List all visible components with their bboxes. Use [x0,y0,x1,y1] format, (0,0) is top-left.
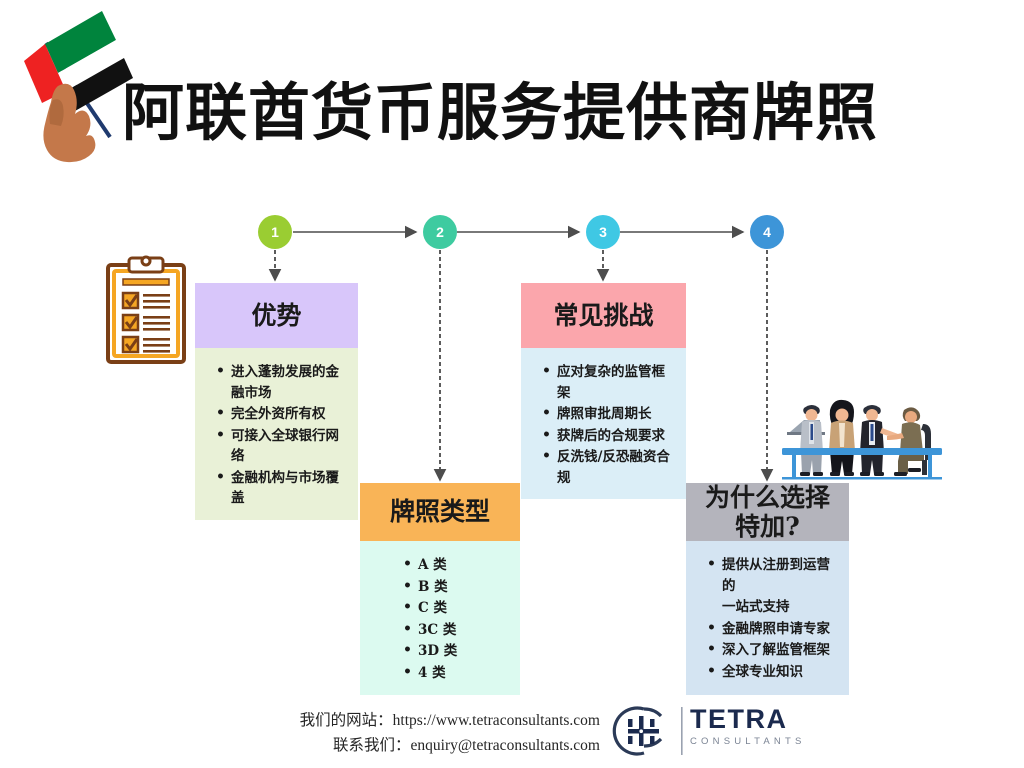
list-item: C 类 [403,597,508,619]
list-item: 4 类 [403,662,508,684]
card-advantages-title: 优势 [195,283,358,348]
uae-flag-in-hand-icon [18,4,133,164]
list-item: B 类 [403,576,508,598]
list-item: 3D 类 [403,640,508,662]
list-item: 一站式支持 [722,599,790,616]
card-why-choose-tetra-body: 提供从注册到运营的一站式支持金融牌照申请专家深入了解监管框架全球专业知识 [686,541,849,695]
card-why-choose-tetra-title: 为什么选择 特加? [686,483,849,541]
list-item: 反洗钱/反恐融资合规 [542,446,674,488]
logo-name: TETRA [690,704,788,734]
card-license-types-body: A 类B 类C 类3C 类3D 类4 类 [360,541,520,695]
logo-subtitle: CONSULTANTS [690,736,806,747]
card-common-challenges[interactable]: 常见挑战 应对复杂的监管框架牌照审批周期长获牌后的合规要求反洗钱/反恐融资合规 [521,283,686,500]
card-advantages[interactable]: 优势 进入蓬勃发展的金融市场完全外资所有权可接入全球银行网络金融机构与市场覆盖 [195,283,358,520]
list-item: 完全外资所有权 [216,403,346,425]
card-common-challenges-list: 应对复杂的监管框架牌照审批周期长获牌后的合规要求反洗钱/反恐融资合规 [527,361,680,488]
list-item: 进入蓬勃发展的金融市场 [216,361,346,403]
card-why-choose-tetra[interactable]: 为什么选择 特加? 提供从注册到运营的一站式支持金融牌照申请专家深入了解监管框架… [686,483,849,695]
footer-website-line: 我们的网站：https://www.tetraconsultants.com [200,708,600,733]
business-meeting-people-icon [782,388,942,480]
list-item: 金融机构与市场覆盖 [216,467,346,509]
clipboard-checklist-icon [105,255,187,365]
tetra-logo-icon [598,700,788,762]
list-item: A 类 [403,554,508,576]
footer-website-label: 我们的网站： [299,712,393,729]
list-item: 可接入全球银行网络 [216,425,346,467]
footer-contact-value[interactable]: enquiry@tetraconsultants.com [410,737,600,755]
list-item: 深入了解监管框架 [707,639,837,661]
tetra-logo-text: TETRA CONSULTANTS [690,706,806,747]
timeline-node-2[interactable]: 2 [423,215,457,249]
timeline-node-4[interactable]: 4 [750,215,784,249]
list-item: 牌照审批周期长 [542,403,674,425]
card-common-challenges-body: 应对复杂的监管框架牌照审批周期长获牌后的合规要求反洗钱/反恐融资合规 [521,348,686,500]
footer-website-value[interactable]: https://www.tetraconsultants.com [392,712,600,729]
card-why-choose-tetra-list: 提供从注册到运营的一站式支持金融牌照申请专家深入了解监管框架全球专业知识 [692,554,843,683]
list-item: 金融牌照申请专家 [707,618,837,640]
footer-contact-label: 联系我们： [333,737,411,755]
timeline-node-3[interactable]: 3 [586,215,620,249]
list-item: 获牌后的合规要求 [542,425,674,447]
card-license-types-title: 牌照类型 [360,483,520,541]
card-license-types-list: A 类B 类C 类3C 类3D 类4 类 [366,554,514,684]
timeline-node-1[interactable]: 1 [258,215,292,249]
card-why-title-line1: 为什么选择 [704,482,830,512]
card-why-title-line2: 特加? [735,512,800,541]
list-item: 3C 类 [403,619,508,641]
footer-contact: 我们的网站：https://www.tetraconsultants.com 联… [200,708,600,758]
card-common-challenges-title: 常见挑战 [521,283,686,348]
card-advantages-list: 进入蓬勃发展的金融市场完全外资所有权可接入全球银行网络金融机构与市场覆盖 [201,361,352,509]
list-item: 应对复杂的监管框架 [542,361,674,403]
footer-contact-line: 联系我们：enquiry@tetraconsultants.com [200,733,600,758]
page-title: 阿联酋货币服务提供商牌照 [122,76,879,149]
list-item: 全球专业知识 [707,661,837,683]
card-advantages-body: 进入蓬勃发展的金融市场完全外资所有权可接入全球银行网络金融机构与市场覆盖 [195,348,358,520]
card-license-types[interactable]: 牌照类型 A 类B 类C 类3C 类3D 类4 类 [360,483,520,695]
list-item: 提供从注册到运营的 [707,554,837,596]
